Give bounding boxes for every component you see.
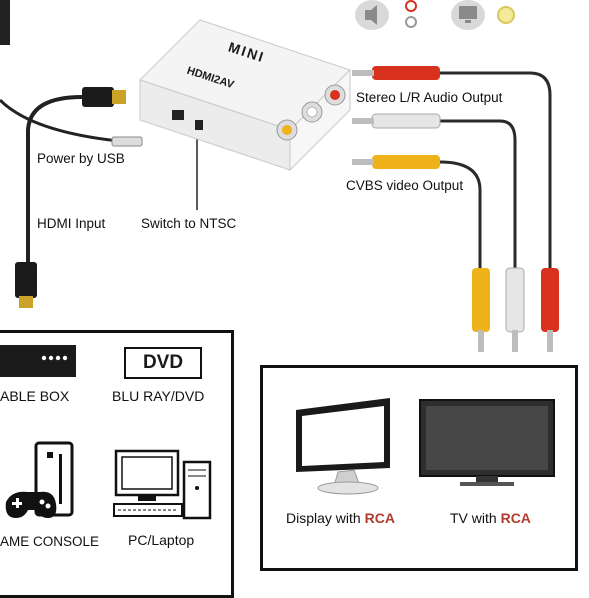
video-dot-icon	[497, 6, 515, 24]
hdmi-cable	[15, 87, 126, 308]
hdmi-input-label: HDMI Input	[37, 216, 106, 231]
tv-icon	[418, 396, 558, 492]
tv-rca-word: RCA	[500, 510, 531, 526]
display-monitor-icon	[290, 392, 400, 500]
bluray-label: BLU RAY/DVD	[112, 388, 205, 404]
cable-box-icon	[0, 345, 76, 377]
stereo-output-label: Stereo L/R Audio Output	[356, 90, 503, 105]
speaker-icon	[355, 0, 389, 30]
converter-device	[139, 19, 351, 172]
cvbs-output-label: CVBS video Output	[346, 178, 464, 193]
display-rca-prefix: Display with	[286, 510, 365, 526]
cable-box-label: ABLE BOX	[0, 388, 70, 404]
power-label: Power by USB	[37, 151, 125, 166]
usb-cable	[109, 136, 143, 147]
pc-tower-icon	[112, 448, 216, 524]
tv-rca-prefix: TV with	[450, 510, 501, 526]
display-rca-word: RCA	[364, 510, 395, 526]
rca-audio-icon	[401, 0, 421, 32]
top-cable	[0, 0, 111, 142]
switch-ntsc-label: Switch to NTSC	[141, 216, 237, 231]
dvd-logo: DVD	[124, 347, 202, 379]
tv-rca-label: TV with RCA	[450, 510, 531, 526]
monitor-icon	[451, 0, 485, 30]
display-rca-label: Display with RCA	[286, 510, 395, 526]
pc-laptop-label: PC/Laptop	[128, 532, 195, 548]
game-console-label: AME CONSOLE	[0, 534, 100, 549]
gamepad-icon	[4, 440, 74, 530]
rca-cables	[352, 66, 559, 352]
